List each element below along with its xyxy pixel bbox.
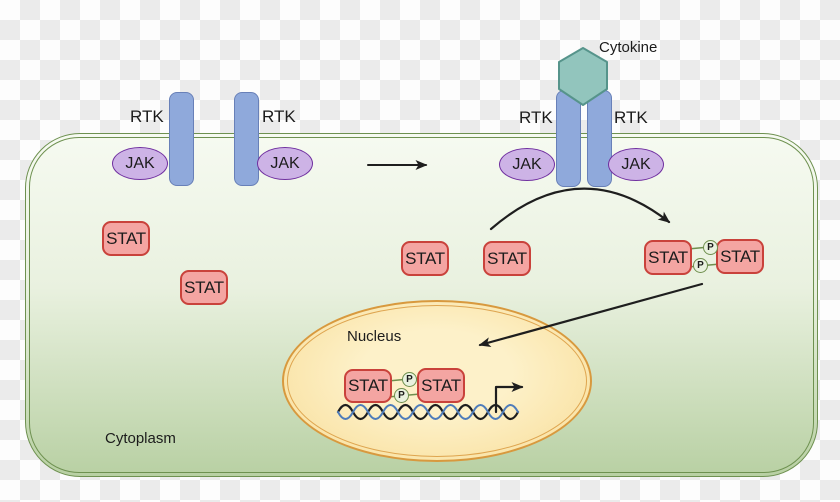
jak-label: JAK bbox=[621, 155, 651, 173]
jak-oval: JAK bbox=[112, 147, 168, 180]
rtk-label: RTK bbox=[130, 107, 164, 126]
rtk-label: RTK bbox=[614, 108, 648, 127]
receptor-subunit bbox=[556, 90, 581, 187]
nucleus-label: Nucleus bbox=[347, 328, 402, 345]
phosphate-circle: P bbox=[394, 388, 409, 403]
stat-label: STAT bbox=[487, 248, 527, 268]
stat-label: STAT bbox=[348, 376, 388, 395]
stat-box: STAT bbox=[644, 240, 692, 275]
phosphate-circle: P bbox=[693, 258, 708, 273]
receptor-subunit bbox=[169, 92, 194, 186]
phosphate-label: P bbox=[697, 260, 704, 271]
stat-label: STAT bbox=[184, 277, 224, 297]
phosphate-label: P bbox=[707, 242, 714, 253]
cytoplasm-label: Cytoplasm bbox=[105, 430, 176, 447]
jak-label: JAK bbox=[512, 155, 542, 173]
jak-label: JAK bbox=[125, 154, 155, 172]
rtk-label: RTK bbox=[519, 108, 553, 127]
stat-box: STAT bbox=[102, 221, 150, 256]
stat-label: STAT bbox=[421, 375, 461, 395]
jak-oval: JAK bbox=[257, 147, 313, 180]
cytokine-label: Cytokine bbox=[599, 39, 658, 56]
receptor-subunit bbox=[587, 90, 612, 187]
receptor-subunit bbox=[234, 92, 259, 186]
jak-label: JAK bbox=[270, 154, 300, 172]
rtk-label: RTK bbox=[262, 107, 296, 126]
phosphate-circle: P bbox=[703, 240, 718, 255]
phosphate-label: P bbox=[406, 374, 413, 385]
stat-box: STAT bbox=[401, 241, 449, 276]
jak-oval: JAK bbox=[608, 148, 664, 181]
stat-box: STAT bbox=[716, 239, 764, 274]
stat-box: STAT bbox=[483, 241, 531, 276]
stat-label: STAT bbox=[720, 246, 760, 266]
stat-label: STAT bbox=[648, 247, 688, 267]
stat-box: STAT bbox=[344, 369, 392, 403]
jak-oval: JAK bbox=[499, 148, 555, 181]
stat-box: STAT bbox=[417, 368, 465, 403]
stat-label: STAT bbox=[106, 228, 146, 248]
stat-box: STAT bbox=[180, 270, 228, 305]
phosphate-circle: P bbox=[402, 372, 417, 387]
stat-label: STAT bbox=[405, 248, 445, 268]
phosphate-label: P bbox=[398, 390, 405, 401]
